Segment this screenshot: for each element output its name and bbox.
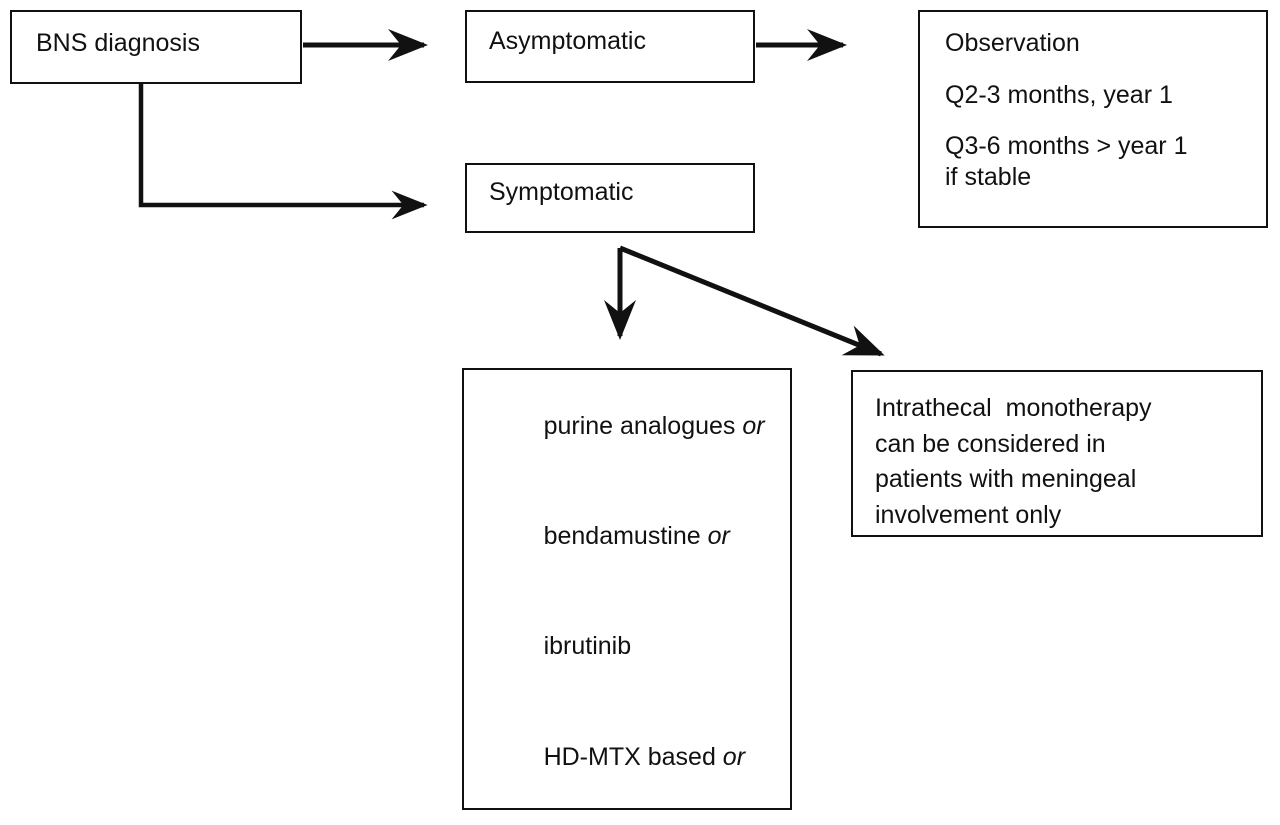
node-observation[interactable]: Observation Q2-3 months, year 1 Q3-6 mon… [918,10,1268,228]
treatment-line: HD-MTX based or [488,714,782,800]
intrathecal-line: Intrathecal monotherapy can be considere… [875,394,1152,529]
node-asymptomatic[interactable]: Asymptomatic [465,10,755,83]
node-symptomatic-label: Symptomatic [489,178,634,206]
treatment-line: purine analogues or [488,383,782,469]
treatment-line-emphasis: or [722,742,746,771]
intrathecal-line-list: Intrathecal monotherapy can be considere… [875,391,1251,533]
node-bns-diagnosis[interactable]: BNS diagnosis [10,10,302,84]
treatment-line-text: HD-MTX based [543,742,723,771]
treatment-line-emphasis: or [707,522,730,550]
observation-line: Observation [945,29,1080,57]
treatment-line: bendamustine or [488,493,782,579]
connector-bns-to-symptomatic [138,84,428,220]
node-intrathecal-monotherapy[interactable]: Intrathecal monotherapy can be considere… [851,370,1263,537]
observation-line: Q3-6 months > year 1 if stable [945,132,1188,191]
treatment-line: ibrutinib [488,604,782,690]
observation-line: Q2-3 months, year 1 [945,80,1173,109]
node-bns-diagnosis-label: BNS diagnosis [36,29,200,57]
node-treatment-options[interactable]: purine analogues or bendamustine or ibru… [462,368,792,810]
observation-line-list: Observation Q2-3 months, year 1 Q3-6 mon… [945,28,1256,192]
treatment-line-list: purine analogues or bendamustine or ibru… [488,383,782,825]
treatment-line-text: purine analogues [543,411,743,440]
treatment-line-emphasis: or [742,411,765,440]
connector-symptomatic-to-intrathecal [619,245,885,357]
node-asymptomatic-label: Asymptomatic [489,27,646,55]
treatment-line-text: ibrutinib [543,632,632,661]
node-symptomatic[interactable]: Symptomatic [465,163,755,233]
treatment-line-text: bendamustine [543,522,708,550]
